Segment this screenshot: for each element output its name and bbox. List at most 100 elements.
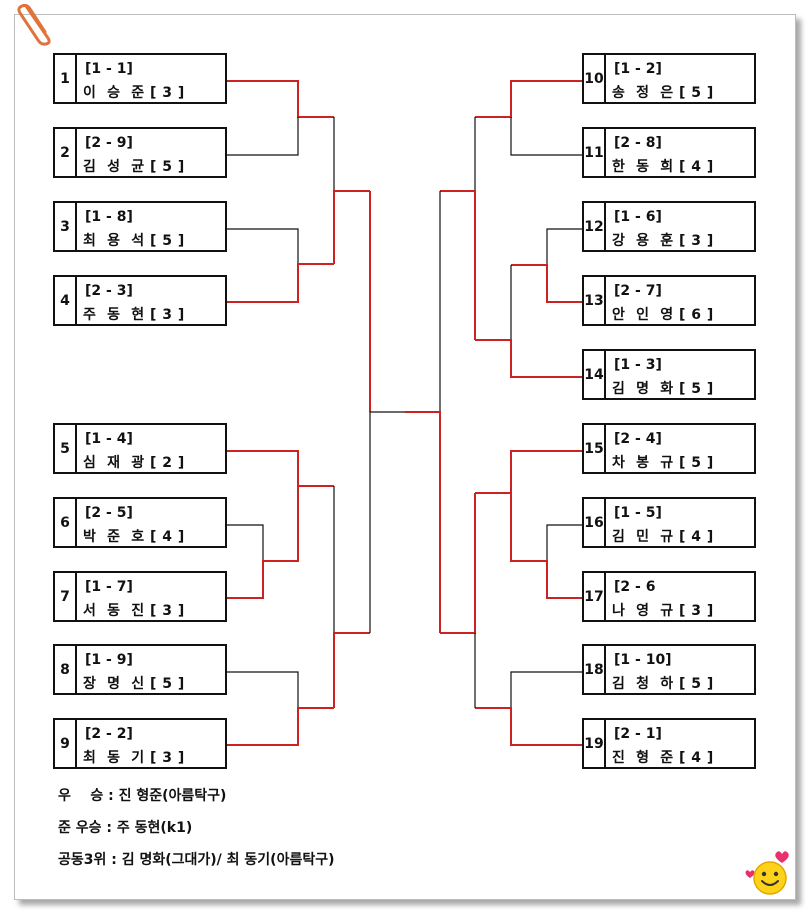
paperclip-icon (17, 3, 51, 46)
player-name: 김 민 규 [ 4 ] (612, 529, 714, 545)
group-code: [1 - 9] (85, 652, 133, 668)
seed-number: 18 (584, 646, 606, 693)
bracket-line (405, 411, 441, 633)
bracket-line (227, 524, 264, 561)
player-entry: 17 [2 - 6 나 영 규 [ 3 ] (582, 571, 756, 622)
player-name: 나 영 규 [ 3 ] (612, 603, 714, 619)
bracket-line (511, 264, 582, 303)
player-entry: 8 [1 - 9] 장 명 신 [ 5 ] (53, 644, 227, 695)
player-name: 한 동 희 [ 4 ] (612, 159, 714, 175)
group-code: [1 - 4] (85, 431, 133, 447)
group-code: [1 - 7] (85, 579, 133, 595)
player-name: 김 명 화 [ 5 ] (612, 381, 714, 397)
player-name: 진 형 준 [ 4 ] (612, 750, 714, 766)
player-name: 서 동 진 [ 3 ] (83, 603, 185, 619)
seed-number: 15 (584, 425, 606, 472)
third-place-line: 공동3위 : 김 명화(그대가)/ 최 동기(아름탁구) (58, 852, 335, 868)
player-name: 강 용 훈 [ 3 ] (612, 233, 714, 249)
bracket-line (227, 228, 299, 264)
group-code: [1 - 2] (614, 61, 662, 77)
seed-number: 7 (55, 573, 77, 620)
player-name: 박 준 호 [ 4 ] (83, 529, 185, 545)
bracket-line (227, 450, 334, 487)
seed-number: 2 (55, 129, 77, 176)
seed-number: 17 (584, 573, 606, 620)
bracket-line (546, 524, 582, 561)
bracket-line (227, 80, 334, 118)
seed-number: 3 (55, 203, 77, 250)
player-name: 김 성 균 [ 5 ] (83, 159, 185, 175)
winner-line: 우 승 : 진 형준(아름탁구) (58, 788, 227, 804)
seed-number: 1 (55, 55, 77, 102)
group-code: [2 - 3] (85, 283, 133, 299)
player-name: 최 용 석 [ 5 ] (83, 233, 185, 249)
seed-number: 9 (55, 720, 77, 767)
seed-number: 10 (584, 55, 606, 102)
bracket-line (369, 411, 405, 633)
player-entry: 2 [2 - 9] 김 성 균 [ 5 ] (53, 127, 227, 178)
runner-up-line: 준 우승 : 주 동현(k1) (58, 820, 193, 836)
group-code: [1 - 3] (614, 357, 662, 373)
player-entry: 13 [2 - 7] 안 인 영 [ 6 ] (582, 275, 756, 326)
seed-number: 8 (55, 646, 77, 693)
group-code: [2 - 9] (85, 135, 133, 151)
player-entry: 9 [2 - 2] 최 동 기 [ 3 ] (53, 718, 227, 769)
bracket-line (440, 190, 476, 340)
bracket-line (227, 671, 299, 708)
player-entry: 3 [1 - 8] 최 용 석 [ 5 ] (53, 201, 227, 252)
bracket-line (440, 493, 476, 634)
player-name: 김 청 하 [ 5 ] (612, 676, 714, 692)
group-code: [2 - 6 (614, 579, 656, 595)
results-list: 우 승 : 진 형준(아름탁구) 준 우승 : 주 동현(k1) 공동3위 : … (58, 786, 335, 882)
player-entry: 7 [1 - 7] 서 동 진 [ 3 ] (53, 571, 227, 622)
bracket-line (227, 263, 334, 303)
player-entry: 11 [2 - 8] 한 동 희 [ 4 ] (582, 127, 756, 178)
player-name: 송 정 은 [ 5 ] (612, 85, 714, 101)
group-code: [2 - 2] (85, 726, 133, 742)
seed-number: 13 (584, 277, 606, 324)
player-entry: 14 [1 - 3] 김 명 화 [ 5 ] (582, 349, 756, 400)
seed-number: 14 (584, 351, 606, 398)
group-code: [1 - 6] (614, 209, 662, 225)
bracket-line (333, 190, 370, 264)
seed-number: 11 (584, 129, 606, 176)
group-code: [1 - 10] (614, 652, 672, 668)
bracket-line (227, 117, 299, 156)
group-code: [1 - 5] (614, 505, 662, 521)
group-code: [2 - 1] (614, 726, 662, 742)
player-name: 최 동 기 [ 3 ] (83, 750, 185, 766)
group-code: [2 - 8] (614, 135, 662, 151)
player-name: 이 승 준 [ 3 ] (83, 85, 185, 101)
player-entry: 18 [1 - 10] 김 청 하 [ 5 ] (582, 644, 756, 695)
player-name: 장 명 신 [ 5 ] (83, 676, 185, 692)
player-entry: 15 [2 - 4] 차 봉 규 [ 5 ] (582, 423, 756, 474)
group-code: [2 - 4] (614, 431, 662, 447)
seed-number: 19 (584, 720, 606, 767)
player-entry: 4 [2 - 3] 주 동 현 [ 3 ] (53, 275, 227, 326)
smiley-hearts-icon (745, 851, 789, 895)
group-code: [1 - 1] (85, 61, 133, 77)
bracket-line (475, 450, 582, 494)
player-entry: 10 [1 - 2] 송 정 은 [ 5 ] (582, 53, 756, 104)
bracket-line (333, 632, 370, 708)
player-entry: 12 [1 - 6] 강 용 훈 [ 3 ] (582, 201, 756, 252)
seed-number: 6 (55, 499, 77, 546)
seed-number: 5 (55, 425, 77, 472)
group-code: [1 - 8] (85, 209, 133, 225)
player-name: 안 인 영 [ 6 ] (612, 307, 714, 323)
bracket-line (475, 707, 582, 746)
player-entry: 6 [2 - 5] 박 준 호 [ 4 ] (53, 497, 227, 548)
bracket-line (475, 339, 582, 378)
seed-number: 4 (55, 277, 77, 324)
player-entry: 16 [1 - 5] 김 민 규 [ 4 ] (582, 497, 756, 548)
bracket-line (227, 707, 334, 746)
bracket-line (510, 117, 582, 156)
player-entry: 5 [1 - 4] 심 재 광 [ 2 ] (53, 423, 227, 474)
bracket-line (510, 671, 582, 708)
group-code: [2 - 5] (85, 505, 133, 521)
player-name: 심 재 광 [ 2 ] (83, 455, 185, 471)
player-entry: 1 [1 - 1] 이 승 준 [ 3 ] (53, 53, 227, 104)
bracket-line (227, 486, 299, 599)
bracket-line (475, 80, 582, 118)
